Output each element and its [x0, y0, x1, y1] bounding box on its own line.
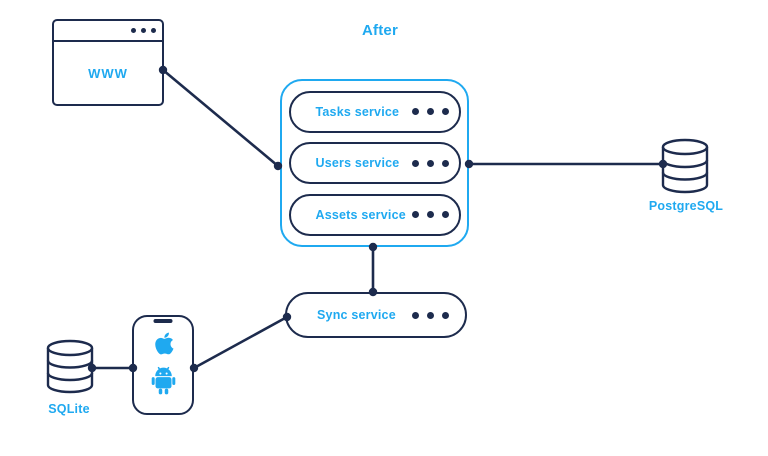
sqlite-database-icon	[46, 339, 94, 394]
browser-label: WWW	[88, 65, 128, 81]
connector-dot	[658, 159, 668, 169]
service-tasks-label: Tasks service	[315, 104, 400, 119]
sqlite-label: SQLite	[48, 402, 90, 416]
ellipsis-dots-icon	[411, 211, 449, 218]
service-assets-label: Assets service	[315, 207, 406, 222]
service-assets: Assets service	[288, 193, 461, 236]
android-icon	[151, 366, 175, 395]
service-tasks: Tasks service	[288, 90, 461, 133]
browser-titlebar	[54, 21, 162, 42]
connector-sync-to-phone	[193, 315, 288, 370]
browser-content: WWW	[54, 42, 162, 104]
connector-browser-to-services	[162, 69, 279, 167]
service-sync: Sync service	[285, 292, 467, 338]
service-sync-label: Sync service	[317, 308, 396, 322]
mobile-phone	[132, 315, 194, 415]
service-users-label: Users service	[315, 156, 400, 170]
ellipsis-dots-icon	[131, 28, 156, 33]
phone-notch	[153, 319, 173, 323]
ellipsis-dots-icon	[412, 311, 449, 319]
postgres-label: PostgreSQL	[648, 199, 724, 213]
service-users: Users service	[288, 142, 461, 184]
diagram-title: After	[361, 22, 398, 39]
ellipsis-dots-icon	[411, 108, 449, 115]
apple-icon	[154, 332, 173, 355]
postgres-database-icon	[661, 138, 709, 194]
connector-dot	[87, 363, 97, 373]
browser-window: WWW	[52, 19, 164, 106]
ellipsis-dots-icon	[411, 159, 449, 167]
services-group: Tasks service Users service Assets servi…	[280, 79, 469, 247]
